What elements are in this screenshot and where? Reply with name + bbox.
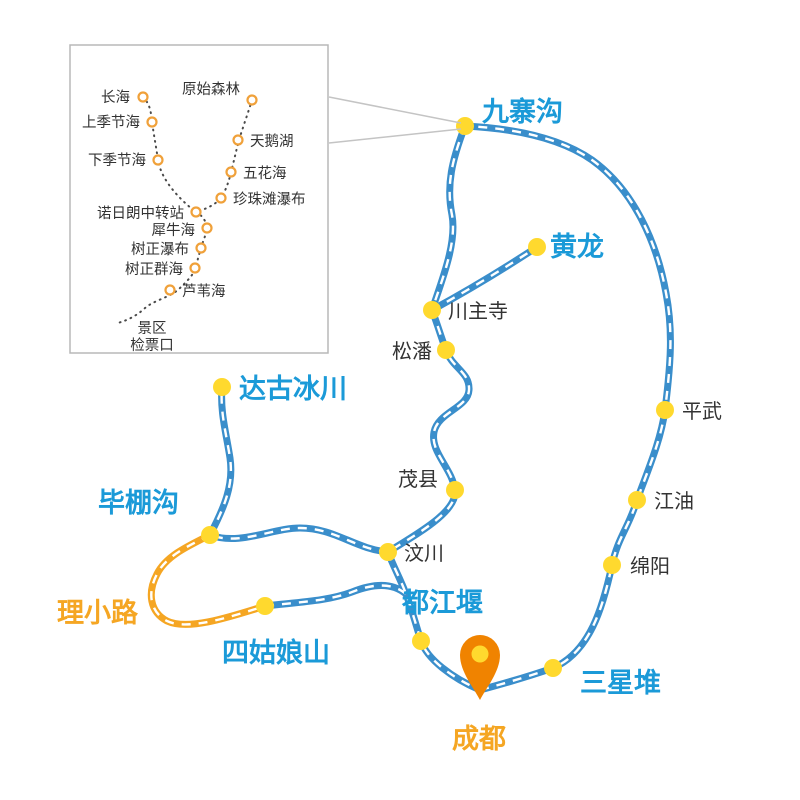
label-jiuzhaigou: 九寨沟: [482, 96, 563, 127]
road-wenchuan-bipenggou: [210, 528, 388, 552]
inset-label-nuorilang: 诺日朗中转站: [97, 205, 184, 222]
inset-node-zhenzhutanpubu: [215, 192, 227, 204]
road-jiuzhaigou-chuanzhusi: [432, 126, 465, 310]
callout-line-bottom: [328, 128, 462, 144]
road-lixiao-orange: [151, 535, 265, 624]
label-sanxingdui: 三星堆: [580, 668, 661, 698]
inset-node-wuhuahai: [225, 166, 237, 178]
inset-label-gate-line1: 景区: [138, 321, 167, 337]
pin-body: [460, 635, 500, 700]
node-pingwu: [656, 401, 674, 419]
inset-node-changhai: [137, 91, 149, 103]
road-dash-overlay: [430, 124, 467, 312]
chengdu-pin: [460, 635, 500, 700]
node-mianyang: [603, 556, 621, 574]
label-bipenggou: 毕棚沟: [98, 488, 179, 518]
inset-jiuzhaigou-detail: 长海 原始森林 上季节海 天鹅湖 下季节海 五花海 珍珠滩瀑布 诺日朗中转站 犀…: [69, 44, 329, 354]
inset-label-shangjijiehai: 上季节海: [82, 114, 140, 131]
inset-node-yuanshisenlin: [246, 94, 258, 106]
inset-border: [69, 44, 329, 354]
inset-label-changhai: 长海: [101, 89, 130, 106]
inset-label-wuhuahai: 五花海: [243, 165, 287, 182]
label-dagubingchuan: 达古冰川: [239, 374, 347, 404]
label-mianyang: 绵阳: [630, 555, 670, 578]
node-siguniangshan: [256, 597, 274, 615]
node-wenchuan: [379, 543, 397, 561]
node-dagubingchuan: [213, 378, 231, 396]
node-jiangyou: [628, 491, 646, 509]
inset-label-shuzhengqunhai: 树正群海: [125, 261, 183, 278]
label-wenchuan: 汶川: [404, 542, 444, 565]
inset-node-nuorilang: [190, 206, 202, 218]
label-jiangyou: 江油: [654, 490, 694, 513]
inset-label-shuzhengpubu: 树正瀑布: [131, 241, 189, 258]
node-maoxian: [446, 481, 464, 499]
inset-node-xiniuhai: [201, 222, 213, 234]
map-nodes: [201, 117, 674, 677]
inset-label-luweihai: 芦苇海: [182, 283, 226, 300]
node-sanxingdui: [544, 659, 562, 677]
inset-node-shuzhengqunhai: [189, 262, 201, 274]
node-jiuzhaigou: [456, 117, 474, 135]
label-maoxian: 茂县: [398, 468, 438, 491]
label-songpan: 松潘: [392, 340, 432, 363]
node-chuanzhusi: [423, 301, 441, 319]
inset-label-gate-line2: 检票口: [130, 337, 174, 354]
pin-inner-circle: [471, 645, 489, 663]
label-pingwu: 平武: [682, 400, 722, 423]
node-songpan: [437, 341, 455, 359]
inset-node-shuzhengpubu: [195, 242, 207, 254]
inset-label-yuanshisenlin: 原始森林: [182, 81, 240, 98]
inset-node-tianehu: [232, 134, 244, 146]
inset-node-xiajijiehai: [152, 154, 164, 166]
node-huanglong: [528, 238, 546, 256]
inset-label-xiniuhai: 犀牛海: [152, 222, 196, 239]
label-chuanzhusi: 川主寺: [448, 300, 508, 323]
road-chengdu-jiuzhaigou: [465, 126, 670, 690]
label-siguniangshan: 四姑娘山: [222, 637, 330, 668]
inset-label-xiajijiehai: 下季节海: [88, 152, 146, 169]
inset-node-shangjijiehai: [146, 116, 158, 128]
label-dujiangyan: 都江堰: [401, 588, 483, 618]
node-bipenggou: [201, 526, 219, 544]
label-chengdu: 成都: [452, 724, 506, 754]
label-huanglong: 黄龙: [550, 232, 604, 262]
inset-node-luweihai: [164, 284, 176, 296]
inset-trail-lower-valley: [117, 211, 209, 324]
inset-label-zhenzhutanpubu: 珍珠滩瀑布: [233, 191, 306, 208]
inset-label-tianehu: 天鹅湖: [250, 133, 294, 150]
callout-line-top: [328, 96, 462, 124]
node-dujiangyan: [412, 632, 430, 650]
label-lixiaolu: 理小路: [57, 597, 139, 628]
